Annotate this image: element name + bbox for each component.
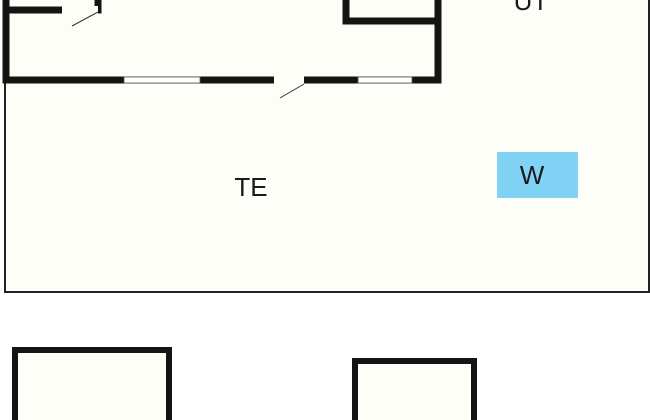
lower-left-structure — [12, 347, 172, 420]
wc-box — [497, 152, 578, 198]
door-bottom — [274, 76, 304, 84]
lower-right-structure — [352, 358, 477, 420]
window-right — [357, 76, 413, 84]
door-bottom-swing — [279, 83, 305, 99]
label-outdoor: UT — [514, 0, 549, 16]
label-wc: W — [520, 160, 545, 190]
label-terrace: TE — [234, 172, 267, 202]
door-top-left-swing — [71, 11, 99, 27]
window-left — [123, 76, 201, 84]
door-top-left — [62, 6, 98, 14]
